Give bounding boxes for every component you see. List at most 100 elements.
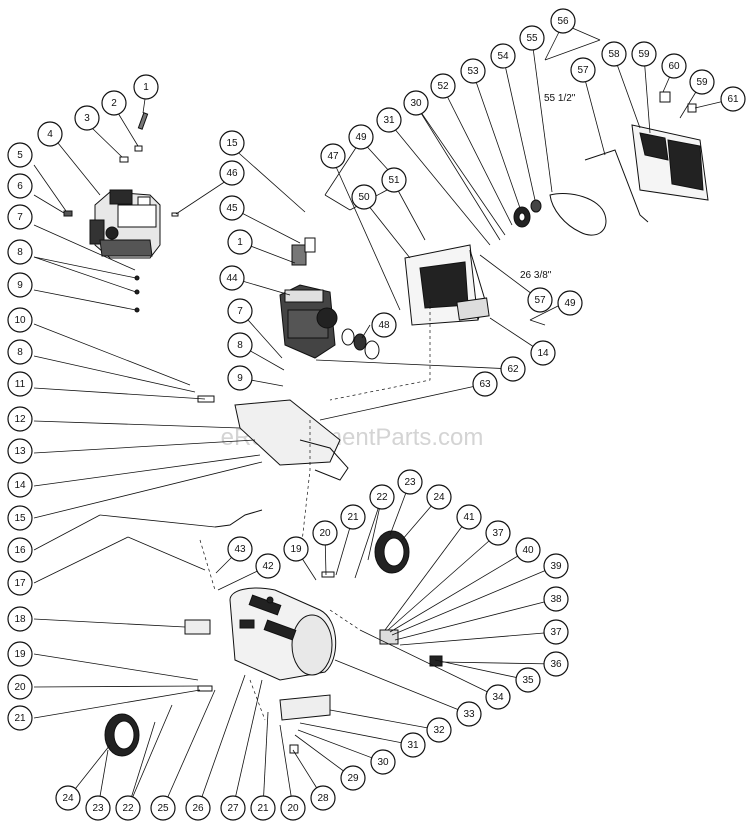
callout-circle xyxy=(7,307,33,333)
callout-circle xyxy=(472,371,498,397)
callout-circle xyxy=(101,90,127,116)
callout-label: 30 xyxy=(377,757,389,768)
callout-label: 8 xyxy=(17,347,23,358)
callout-label: 53 xyxy=(467,66,479,77)
callout-c7b: 7 xyxy=(227,298,253,324)
callout-c7a: 7 xyxy=(7,204,33,230)
callout-label: 55 xyxy=(526,33,538,44)
callout-label: 33 xyxy=(463,709,475,720)
callout-label: 49 xyxy=(355,132,367,143)
callout-circle xyxy=(515,667,541,693)
callout-label: 11 xyxy=(15,379,26,390)
callout-circle xyxy=(7,674,33,700)
callout-label: 47 xyxy=(327,151,339,162)
callout-label: 42 xyxy=(262,561,274,572)
callout-label: 49 xyxy=(564,298,576,309)
callout-circle xyxy=(219,130,245,156)
callout-label: 13 xyxy=(14,446,26,457)
callout-label: 27 xyxy=(227,803,239,814)
callout-label: 20 xyxy=(14,682,26,693)
callout-c44: 44 xyxy=(219,265,245,291)
callout-c30a: 30 xyxy=(370,749,396,775)
callout-circle xyxy=(376,107,402,133)
callout-circle xyxy=(150,795,176,821)
callout-circle xyxy=(485,520,511,546)
callout-circle xyxy=(85,795,111,821)
small-parts-top-left xyxy=(63,112,179,313)
callout-c37a: 37 xyxy=(543,619,569,645)
callout-label: 31 xyxy=(407,740,419,751)
callout-c8c: 8 xyxy=(227,332,253,358)
callout-circle xyxy=(7,173,33,199)
callout-label: 7 xyxy=(17,212,23,223)
callout-label: 22 xyxy=(376,492,388,503)
callout-circle xyxy=(7,606,33,632)
callout-c8b: 8 xyxy=(7,339,33,365)
callout-circle xyxy=(227,298,253,324)
callout-circle xyxy=(550,8,576,34)
callout-circle xyxy=(255,553,281,579)
callout-circle xyxy=(7,204,33,230)
callout-label: 1 xyxy=(237,237,243,248)
callout-circle xyxy=(280,795,306,821)
callout-circle xyxy=(7,472,33,498)
callout-c31a: 31 xyxy=(400,732,426,758)
callout-label: 52 xyxy=(437,81,449,92)
callout-c36: 36 xyxy=(543,651,569,677)
callout-label: 15 xyxy=(226,138,238,149)
callout-label: 51 xyxy=(388,175,400,186)
leader-lines xyxy=(33,23,734,809)
callout-label: 21 xyxy=(14,713,26,724)
callout-c23a: 23 xyxy=(85,795,111,821)
callout-c11: 11 xyxy=(7,371,33,397)
callout-c56: 56 xyxy=(550,8,576,34)
callout-label: 8 xyxy=(237,340,243,351)
callout-label: 8 xyxy=(17,247,23,258)
callout-label: 23 xyxy=(92,803,104,814)
callout-c30b: 30 xyxy=(403,90,429,116)
callout-label: 54 xyxy=(497,51,509,62)
callout-c24b: 24 xyxy=(426,484,452,510)
callout-circle xyxy=(543,553,569,579)
callout-c37b: 37 xyxy=(485,520,511,546)
callout-c59b: 59 xyxy=(689,69,715,95)
base-frame-illustration xyxy=(197,395,349,481)
callout-c4: 4 xyxy=(37,121,63,147)
callout-circle xyxy=(661,53,687,79)
callout-circle xyxy=(351,184,377,210)
callout-circle xyxy=(348,124,374,150)
callout-c42: 42 xyxy=(255,553,281,579)
callout-label: 24 xyxy=(62,793,74,804)
callout-c21b: 21 xyxy=(250,795,276,821)
callout-circle xyxy=(485,684,511,710)
callout-c54: 54 xyxy=(490,43,516,69)
callout-circle xyxy=(340,765,366,791)
callout-label: 15 xyxy=(14,513,26,524)
air-tank-illustration xyxy=(229,587,337,681)
callout-label: 20 xyxy=(287,803,299,814)
callout-circle xyxy=(720,86,746,112)
callout-label: 2 xyxy=(111,98,117,109)
callout-circle xyxy=(7,142,33,168)
hose-illustration xyxy=(214,509,263,528)
callout-circle xyxy=(37,121,63,147)
callout-label: 32 xyxy=(433,725,445,736)
callout-label: 14 xyxy=(537,348,549,359)
callout-label: 44 xyxy=(226,273,238,284)
callout-c46: 46 xyxy=(219,160,245,186)
callout-label: 21 xyxy=(257,803,269,814)
callout-c43: 43 xyxy=(227,536,253,562)
callout-c47: 47 xyxy=(320,143,346,169)
callout-circle xyxy=(381,167,407,193)
dimension-belt-long: 55 1/2" xyxy=(544,93,576,104)
callout-c39: 39 xyxy=(543,553,569,579)
callout-c2: 2 xyxy=(101,90,127,116)
callout-c14b: 14 xyxy=(530,340,556,366)
callout-label: 6 xyxy=(17,181,23,192)
callout-c22b: 22 xyxy=(369,484,395,510)
belt-illustration xyxy=(549,193,607,236)
wheel-right-illustration xyxy=(374,530,410,574)
callout-circle xyxy=(515,537,541,563)
callout-circle xyxy=(490,43,516,69)
